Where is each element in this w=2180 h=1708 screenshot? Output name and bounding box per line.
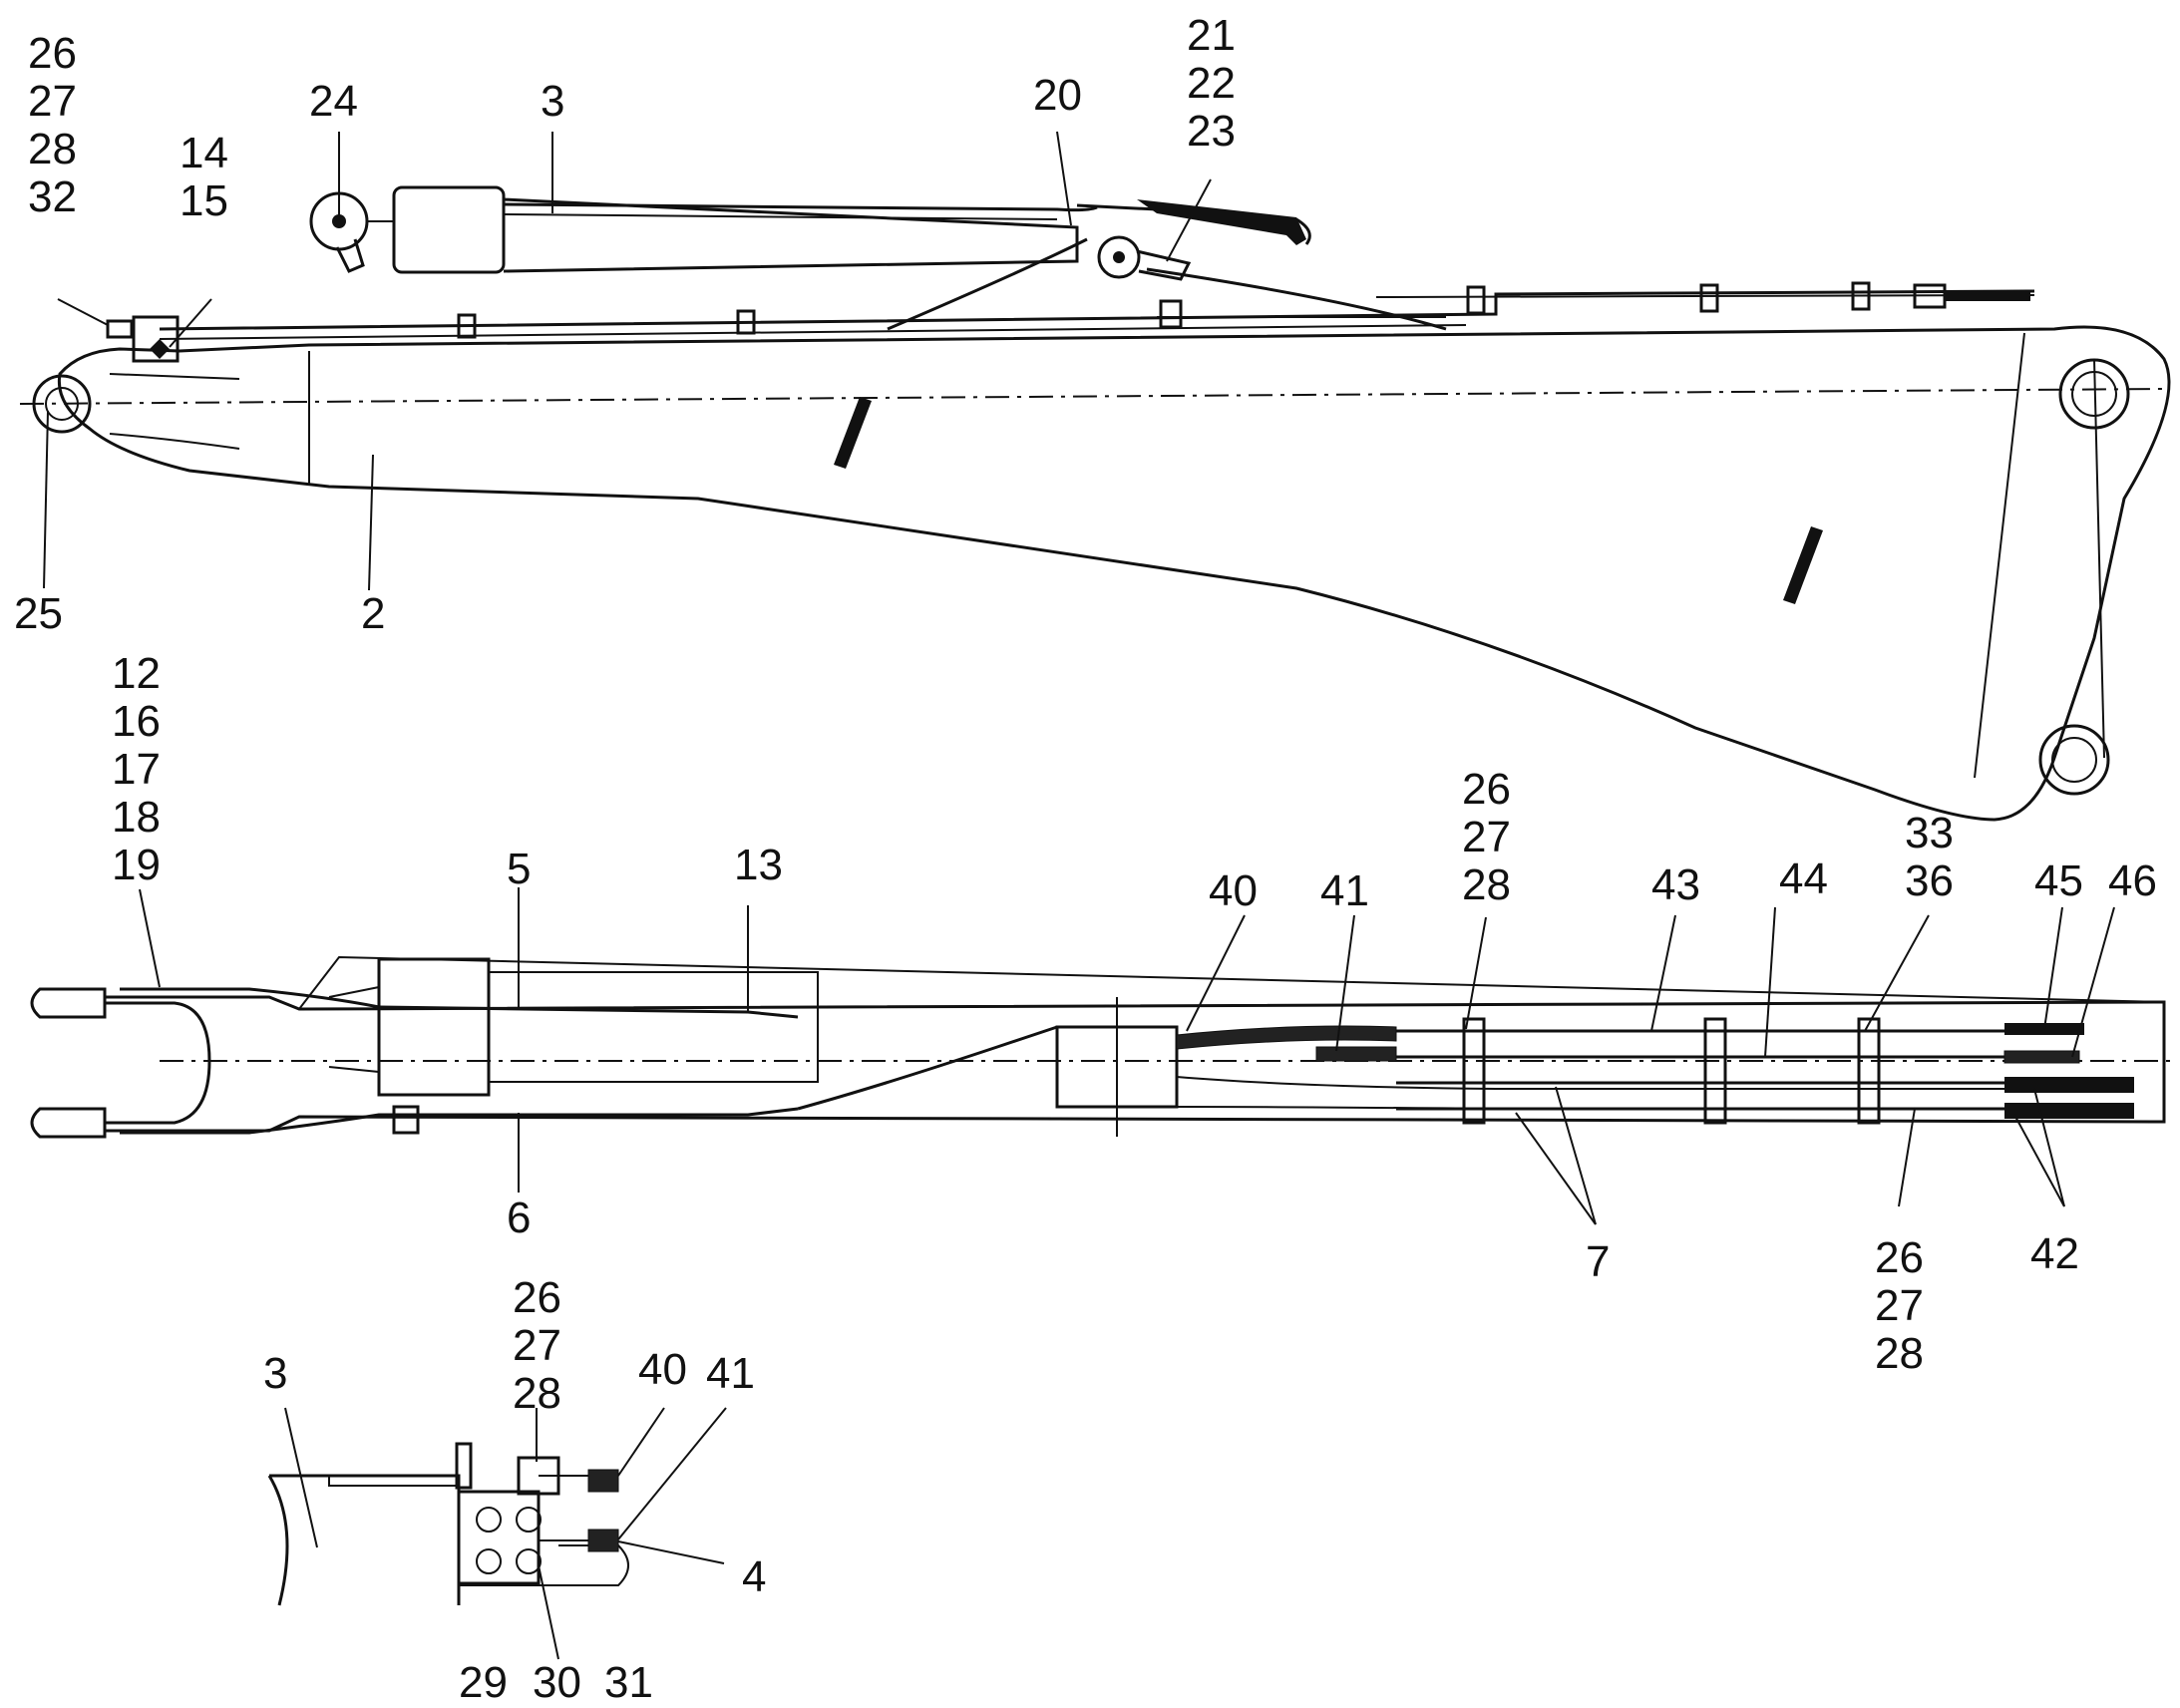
callout-15: 15 — [180, 176, 228, 225]
pipe-clamp — [457, 313, 477, 339]
callout-30: 30 — [533, 1658, 581, 1707]
boom-top-view — [30, 955, 2174, 1139]
callout-27: 27 — [1875, 1281, 1924, 1330]
lifting-lug-rear — [1783, 526, 1823, 604]
callout-41: 41 — [706, 1349, 755, 1398]
callout-40: 40 — [638, 1345, 687, 1394]
callout-22: 22 — [1187, 59, 1236, 108]
callout-14: 14 — [180, 129, 228, 177]
callout-45: 45 — [2034, 856, 2083, 905]
boom-foot-pin-lower — [2038, 724, 2110, 796]
boom-top-cylinder-barrel — [377, 957, 491, 1097]
callout-27: 27 — [513, 1321, 561, 1370]
callout-25: 25 — [14, 589, 63, 638]
callout-6: 6 — [507, 1194, 531, 1242]
callout-28: 28 — [513, 1369, 561, 1418]
callout-5: 5 — [507, 845, 531, 893]
pipe-clamp — [736, 309, 756, 335]
arm-cylinder-bracket-pin — [1097, 235, 1141, 279]
arm-cylinder — [309, 185, 1098, 274]
callout-23: 23 — [1187, 107, 1236, 156]
callout-26: 26 — [28, 29, 77, 78]
hose-42-lower — [2004, 1103, 2134, 1119]
callout-18: 18 — [112, 793, 161, 842]
pipe-clamp — [1699, 283, 1719, 313]
callout-21: 21 — [1187, 11, 1236, 60]
callout-28: 28 — [1462, 860, 1511, 909]
pipe-clamp — [1466, 285, 1486, 315]
callout-17: 17 — [112, 745, 161, 794]
callout-27: 27 — [28, 77, 77, 126]
callout-3: 3 — [263, 1349, 287, 1398]
callout-26: 26 — [513, 1273, 561, 1322]
callout-29: 29 — [459, 1658, 508, 1707]
pipe-clamp — [1462, 1017, 1486, 1125]
boom-nose-fork-upper — [30, 987, 107, 1019]
callout-40: 40 — [1209, 866, 1258, 915]
callout-28: 28 — [28, 125, 77, 173]
pipe-clamp — [1703, 1017, 1727, 1125]
callout-12: 12 — [112, 649, 161, 698]
callout-31: 31 — [604, 1658, 653, 1707]
boom-nose-fork-lower — [30, 1107, 107, 1139]
callout-27: 27 — [1462, 813, 1511, 861]
hose-42-upper — [2004, 1077, 2134, 1093]
callout-33: 33 — [1905, 809, 1954, 857]
boom-nose-pin — [32, 374, 92, 434]
callout-16: 16 — [112, 697, 161, 746]
pipe-clamp — [1851, 281, 1871, 311]
callout-43: 43 — [1651, 860, 1700, 909]
callout-32: 32 — [28, 172, 77, 221]
boom-body-outline — [57, 325, 2171, 822]
callout-28: 28 — [1875, 1329, 1924, 1378]
pipe-clamp — [1159, 299, 1183, 329]
callouts: 26 27 28 32 14 15 24 3 20 21 22 23 25 2 … — [14, 11, 2157, 1707]
callout-26: 26 — [1875, 1233, 1924, 1282]
callout-13: 13 — [734, 841, 783, 889]
detail-boom-section — [267, 1474, 461, 1606]
callout-46: 46 — [2108, 856, 2157, 905]
callout-7: 7 — [1586, 1237, 1610, 1286]
leader-lines — [43, 131, 2115, 1660]
lifting-lug-front — [834, 397, 872, 469]
hose-46 — [2003, 1050, 2080, 1064]
detail-view — [267, 1442, 629, 1606]
callout-24: 24 — [309, 77, 358, 126]
detail-hose-41 — [587, 1529, 619, 1552]
callout-36: 36 — [1905, 856, 1954, 905]
callout-41: 41 — [1320, 866, 1369, 915]
callout-2: 2 — [361, 589, 385, 638]
callout-44: 44 — [1779, 854, 1828, 903]
callout-26: 26 — [1462, 765, 1511, 814]
detail-valve-block — [457, 1490, 541, 1585]
boom-foot-pin-upper — [2058, 358, 2130, 430]
callout-19: 19 — [112, 841, 161, 889]
detail-hose-40 — [587, 1469, 619, 1493]
callout-20: 20 — [1033, 71, 1082, 120]
pipe-clamp — [1857, 1017, 1881, 1125]
callout-3: 3 — [541, 77, 564, 126]
callout-42: 42 — [2030, 1229, 2079, 1278]
boom-side-view — [19, 185, 2171, 822]
callout-4: 4 — [742, 1552, 766, 1601]
